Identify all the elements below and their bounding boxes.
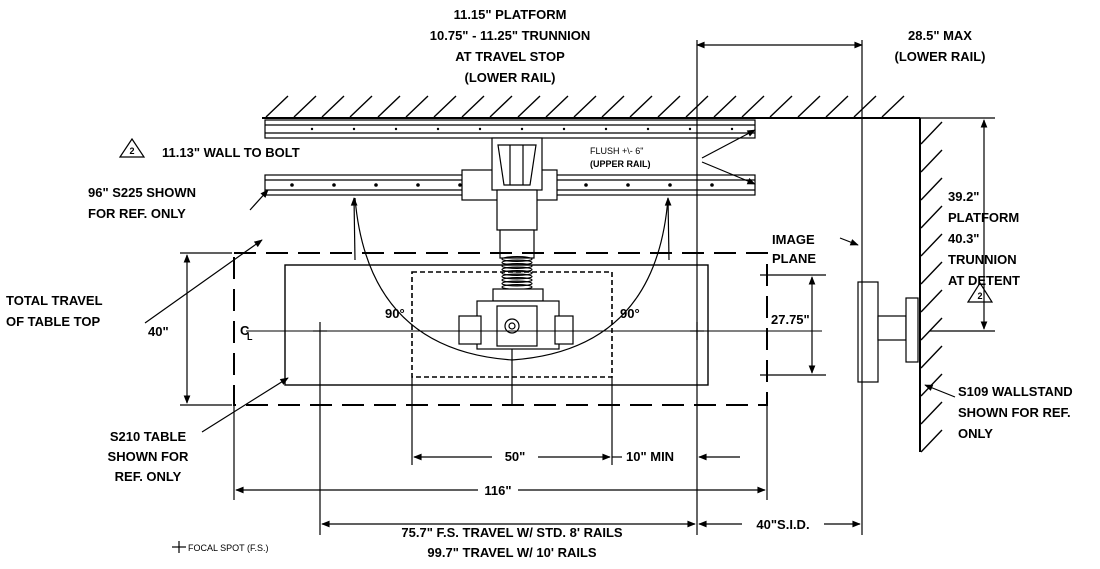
travel-8ft-label: 75.7" F.S. TRAVEL W/ STD. 8' RAILS (401, 525, 622, 540)
flush-label-line1: FLUSH +\- 6" (590, 146, 643, 156)
image-plane-line1: IMAGE (772, 232, 815, 247)
ceiling (262, 95, 920, 119)
focal-spot-legend-icon (172, 541, 186, 553)
svg-text:2: 2 (129, 146, 134, 156)
s225-label-line1: 96" S225 SHOWN (88, 185, 196, 200)
right-wall (919, 118, 943, 453)
platform-top-line1: 11.15" PLATFORM (454, 7, 567, 22)
ceiling-hatch (265, 95, 905, 118)
platform-right-line2: PLATFORM (948, 210, 1019, 225)
platform-top-line2: 10.75" - 11.25" TRUNNION (430, 28, 590, 43)
upper-rail (264, 119, 756, 139)
column-spring (501, 256, 533, 291)
dim-116-label: 116" (484, 483, 511, 498)
dim-50-label: 50" (505, 449, 526, 464)
platform-right-line4: TRUNNION (948, 252, 1017, 267)
image-plane-line2: PLANE (772, 251, 816, 266)
angle-left-label: 90° (385, 306, 405, 321)
dim-40-label: 40" (148, 324, 169, 339)
platform-top-line4: (LOWER RAIL) (465, 70, 556, 85)
revision-triangle-left: 2 (118, 137, 146, 158)
total-travel-line1: TOTAL TRAVEL (6, 293, 103, 308)
s109-label-line2: SHOWN FOR REF. (958, 405, 1071, 420)
platform-right-line3: 40.3" (948, 231, 979, 246)
revision-triangle-right: 2 (966, 281, 994, 303)
focal-spot-legend-label: FOCAL SPOT (F.S.) (188, 543, 269, 553)
focal-spot-mark-left (313, 322, 327, 340)
wall-hatch (920, 121, 943, 453)
wall-to-bolt-label: 11.13" WALL TO BOLT (162, 145, 300, 160)
s210-label-line2: SHOWN FOR (108, 449, 189, 464)
max-lower-rail-line2: (LOWER RAIL) (895, 49, 986, 64)
wallstand (857, 281, 919, 383)
s210-label-line1: S210 TABLE (110, 429, 187, 444)
centerline-symbol-sub: L (247, 332, 253, 342)
s225-label-line2: FOR REF. ONLY (88, 206, 186, 221)
max-lower-rail-line1: 28.5" MAX (908, 28, 972, 43)
total-travel-outline (233, 252, 768, 406)
tube-carriage (458, 137, 574, 350)
platform-top-line3: AT TRAVEL STOP (455, 49, 565, 64)
s109-label-line1: S109 WALLSTAND (958, 384, 1073, 399)
sid-label: 40"S.I.D. (756, 517, 809, 532)
flush-label-line2: (UPPER RAIL) (590, 159, 651, 169)
dim-10-min-label: 10" MIN (626, 449, 674, 464)
angle-right-label: 90° (620, 306, 640, 321)
total-travel-line2: OF TABLE TOP (6, 314, 100, 329)
leader-lines (144, 129, 956, 433)
platform-right-line1: 39.2" (948, 189, 979, 204)
table-top (284, 264, 709, 386)
dim-2775-label: 27.75" (771, 312, 810, 327)
platform-right-line5: AT DETENT (948, 273, 1020, 288)
s109-label-line3: ONLY (958, 426, 993, 441)
centerline-symbol: C (240, 323, 250, 338)
s210-label-line3: REF. ONLY (115, 469, 182, 484)
extension-lines (180, 40, 995, 535)
rail-bolts (290, 127, 734, 187)
travel-10ft-label: 99.7" TRAVEL W/ 10' RAILS (427, 545, 596, 560)
svg-text:2: 2 (977, 291, 982, 301)
